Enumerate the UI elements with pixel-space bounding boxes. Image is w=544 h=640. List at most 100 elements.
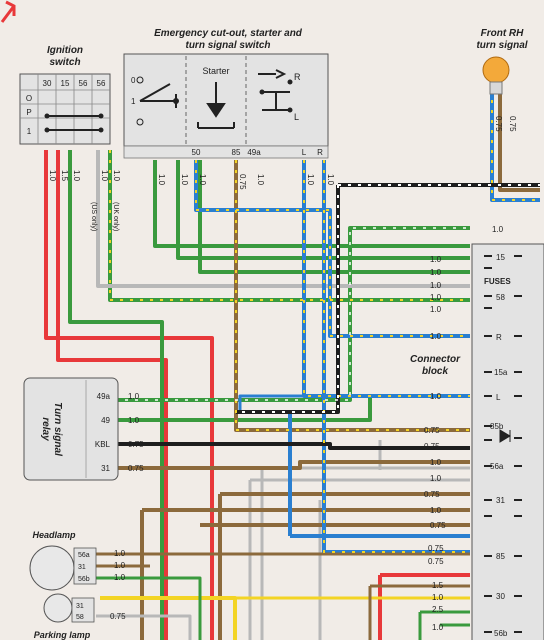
ignition-column-label: 56	[97, 79, 106, 88]
wire-size-label: 0.75	[238, 174, 247, 190]
relay-pin-label: 31	[101, 464, 110, 473]
wire-black-3	[115, 442, 470, 450]
wire-size-label: 1.0	[112, 170, 121, 182]
wire-size-label: 1.0	[198, 174, 207, 186]
wire-brown-7	[200, 494, 470, 640]
turn-signal-switch-symbol	[258, 69, 290, 111]
connector-block-title: block	[422, 366, 449, 377]
fuses-label: FUSES	[484, 277, 511, 286]
wire-size-label: 0.75	[428, 557, 444, 566]
relay-pin-label: KBL	[95, 440, 111, 449]
wire-size-label: 1.0	[492, 225, 504, 234]
wire-green-4	[176, 160, 470, 260]
cutout-position-label: 1	[131, 97, 136, 106]
ignition-column-label: 56	[79, 79, 88, 88]
connector-block-body	[471, 243, 544, 640]
wire-size-label: 1.0	[72, 170, 81, 182]
turn-contact	[259, 89, 265, 95]
front-rh-turn-signal	[482, 56, 510, 95]
wire-green-5	[198, 160, 470, 274]
starter-label: Starter	[202, 66, 229, 76]
ignition-contact-dot	[98, 113, 104, 119]
connector-terminal-label: 58	[496, 293, 505, 302]
wire-blue-1	[194, 160, 470, 338]
wire-size-label: 1.5	[432, 581, 444, 590]
connector-block	[471, 243, 544, 640]
wire-note-label: (UK only)	[112, 202, 119, 231]
ignition-contact-dot	[44, 113, 50, 119]
red-annotation-mark	[0, 0, 16, 23]
turn-switch-r-label: R	[294, 72, 301, 82]
ignition-switch	[19, 73, 111, 145]
switch-terminal-label: L	[302, 148, 307, 157]
parking-lamp-connector	[71, 597, 95, 623]
wire-size-label: 1.0	[114, 573, 126, 582]
wire-size-label: 0.75	[128, 464, 144, 473]
connector-terminal-label: 56b	[494, 629, 508, 638]
wire-size-label: 0.75	[110, 612, 126, 621]
wire-size-label: 0.75	[424, 426, 440, 435]
wire-green-3	[153, 160, 470, 248]
wire-size-label: 1.0	[432, 593, 444, 602]
turn-signal-bulb-icon	[482, 56, 510, 84]
connector-terminal-label: R	[496, 333, 502, 342]
wire-size-label: 1.0	[430, 392, 442, 401]
turn-contact-l	[287, 107, 293, 113]
wire-green-6	[115, 226, 470, 402]
tracer-green-2	[109, 150, 470, 301]
wire-size-label: 0.75	[428, 544, 444, 553]
headlamp-pin-label: 56a	[78, 552, 90, 559]
wire-size-label: 1.0	[100, 170, 109, 182]
switch-terminal-label: 50	[192, 148, 201, 157]
wire-grey-2	[248, 466, 470, 640]
connector-block-contacts	[484, 255, 522, 633]
connector-terminal-label: 30	[496, 592, 505, 601]
tracer-blue-3	[323, 160, 470, 553]
wire-blue-5	[238, 394, 304, 410]
tracer-black-1	[236, 184, 540, 413]
turn-signal-relay-body	[23, 377, 119, 481]
ignition-column-label: 30	[43, 79, 52, 88]
wire-size-label: 1.5	[60, 170, 69, 182]
wire-size-label: 1.0	[48, 170, 57, 182]
wire-red-2	[56, 150, 168, 640]
switch-terminal-label: 49a	[247, 148, 261, 157]
ignition-row-label: 1	[27, 127, 32, 136]
connector-terminal-label: 85	[496, 552, 505, 561]
wire-size-label: 1.0	[430, 506, 442, 515]
wire-size-label: 1.0	[128, 416, 140, 425]
ignition-contact-dot	[44, 127, 50, 133]
tracer-blue-4	[491, 70, 540, 201]
front-rh-turn-signal-title: turn signal	[476, 40, 527, 51]
headlamp	[29, 545, 97, 591]
wire-size-label: 1.0	[430, 458, 442, 467]
turn-switch-l-label: L	[294, 112, 299, 122]
wire-size-label: 1.0	[306, 174, 315, 186]
ignition-column-label: 15	[61, 79, 70, 88]
parking-lamp-title: Parking lamp	[34, 630, 91, 640]
connector-terminal-label: 56a	[490, 462, 504, 471]
tracer-green-6	[115, 227, 470, 401]
wire-size-label: 1.0	[430, 305, 442, 314]
wire-headlamp-56b	[96, 576, 202, 640]
switch-unit	[123, 53, 329, 159]
diagram-labels: Ignition switch 30 15 56 56 O P 1 1.0 1.…	[26, 28, 528, 640]
wire-size-label: 1.0	[128, 392, 140, 401]
wire-size-label: 1.0	[114, 561, 126, 570]
wire-size-label: 0.75	[508, 116, 517, 132]
wire-size-label: 1.0	[432, 623, 444, 632]
switch-terminal-strip	[123, 145, 329, 159]
wire-green-2	[108, 150, 470, 302]
cutout-contact-0	[136, 76, 144, 84]
wire-size-label: 1.0	[430, 268, 442, 277]
tracer-brown-1	[235, 160, 470, 431]
wire-size-label: 1.0	[430, 281, 442, 290]
ignition-row-label: P	[26, 108, 31, 117]
turn-signal-relay	[23, 377, 119, 481]
wire-parking-58	[96, 614, 192, 640]
switch-unit-title: Emergency cut-out, starter and	[154, 28, 303, 39]
wire-size-label: 1.0	[430, 474, 442, 483]
wire-size-label: 1.0	[157, 174, 166, 186]
